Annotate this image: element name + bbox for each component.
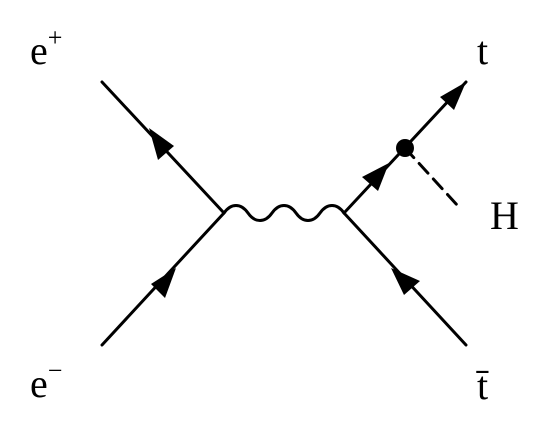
top-arrow-upper-icon [440,82,466,110]
higgs-vertex-dot [396,139,414,157]
top-arrow-lower-icon [362,163,389,191]
photon-propagator [222,204,346,222]
label-top-quark: t [477,28,488,73]
higgs-line [403,146,460,208]
electron-arrow-icon [151,268,176,298]
antitop-arrow-icon [391,268,420,295]
positron-arrow-icon [149,128,174,160]
label-positron: e+ [30,23,62,73]
label-electron: e− [30,356,62,406]
label-higgs: H [490,193,519,238]
label-antitop-quark: t̄ [475,363,489,408]
